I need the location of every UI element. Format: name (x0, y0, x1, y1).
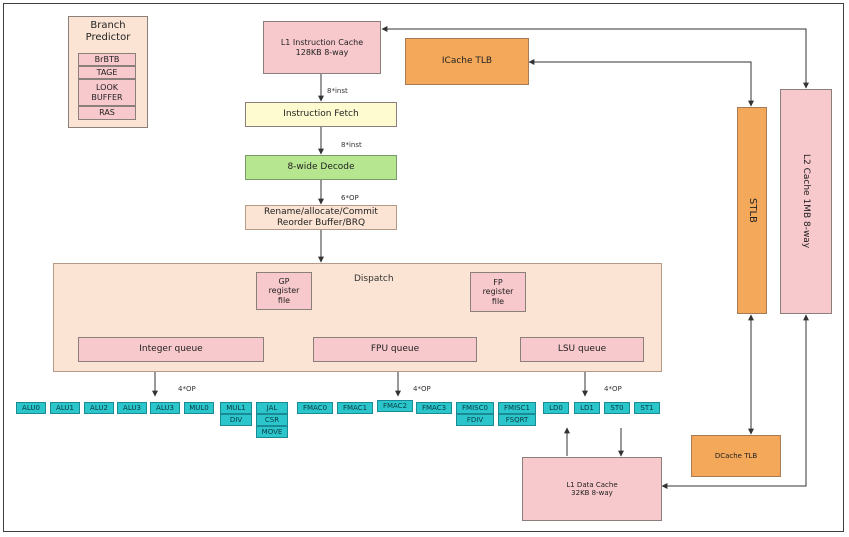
unit-fmac2: FMAC2 (377, 400, 413, 412)
unit-mul0: MUL0 (184, 402, 214, 414)
unit-fmisc1: FMISC1 (498, 402, 536, 414)
icache-l2-link (381, 26, 809, 89)
unit-fmac0: FMAC0 (297, 402, 333, 414)
l1-data-cache: L1 Data Cache 32KB 8-way (522, 457, 662, 521)
unit-jal: JAL (256, 402, 288, 414)
unit-st0: ST0 (604, 402, 630, 414)
diagram-frame (3, 3, 844, 532)
branch-predictor-title: Branch Predictor (85, 20, 131, 43)
rename-width-label: 6*OP (341, 194, 359, 202)
itlb-stlb-link (528, 59, 754, 107)
tage-box: TAGE (78, 66, 136, 79)
unit-alu3b: ALU3 (150, 402, 180, 414)
unit-fmac3: FMAC3 (416, 402, 452, 414)
decode: 8-wide Decode (245, 155, 397, 180)
unit-mul1: MUL1 (220, 402, 252, 414)
stlb: STLB (737, 107, 767, 314)
dcache-tlb: DCache TLB (691, 435, 781, 477)
unit-div: DIV (220, 414, 252, 426)
unit-ld1: LD1 (574, 402, 600, 414)
icache-tlb: ICache TLB (405, 38, 529, 85)
decode-width-label: 8*inst (341, 141, 362, 149)
lsu-queue: LSU queue (520, 337, 644, 362)
unit-fmisc0: FMISC0 (456, 402, 494, 414)
lsu-issue-label: 4*OP (604, 385, 622, 393)
fetch-width-label: 8*inst (327, 87, 348, 95)
l1-instruction-cache: L1 Instruction Cache 128KB 8-way (263, 21, 381, 74)
unit-fmac1: FMAC1 (337, 402, 373, 414)
gp-register-file: GP register file (256, 272, 312, 310)
integer-queue: Integer queue (78, 337, 264, 362)
l2-cache-label: L2 Cache 1MB 8-way (801, 154, 812, 249)
unit-ld0: LD0 (543, 402, 569, 414)
instruction-fetch: Instruction Fetch (245, 102, 397, 127)
unit-move: MOVE (256, 426, 288, 438)
int-issue-label: 4*OP (178, 385, 196, 393)
brbtb-box: BrBTB (78, 53, 136, 66)
unit-alu1: ALU1 (50, 402, 80, 414)
rename-allocate-commit: Rename/allocate/Commit Reorder Buffer/BR… (245, 205, 397, 230)
l2-cache: L2 Cache 1MB 8-way (780, 89, 832, 314)
fp-register-file: FP register file (470, 272, 526, 312)
unit-fdiv: FDIV (456, 414, 494, 426)
stlb-label: STLB (746, 198, 758, 223)
fpu-queue: FPU queue (313, 337, 477, 362)
fp-issue-label: 4*OP (413, 385, 431, 393)
ras-box: RAS (78, 106, 136, 120)
dispatch-title: Dispatch (354, 274, 394, 284)
unit-alu3: ALU3 (117, 402, 147, 414)
look-buffer-box: LOOK BUFFER (78, 79, 136, 106)
unit-st1: ST1 (634, 402, 660, 414)
unit-csr: CSR (256, 414, 288, 426)
l2-dcache-link (661, 314, 809, 489)
unit-alu0: ALU0 (16, 402, 46, 414)
unit-alu2: ALU2 (84, 402, 114, 414)
unit-fsqrt: FSQRT (498, 414, 536, 426)
